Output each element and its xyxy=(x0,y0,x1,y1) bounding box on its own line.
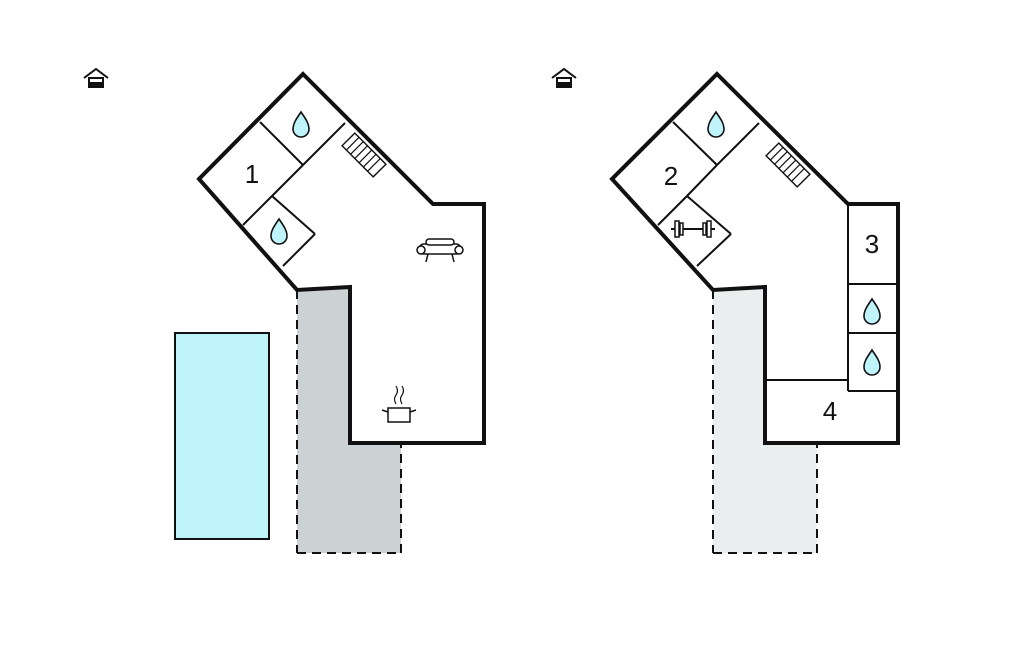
room-number-4: 4 xyxy=(823,396,837,426)
room-number-1: 1 xyxy=(245,159,259,189)
house-entrance-icon xyxy=(83,68,109,88)
ground-floor-plan: 1 xyxy=(83,68,486,554)
outer-wall xyxy=(609,71,900,445)
water-drop-icon xyxy=(270,218,288,245)
inner-walls xyxy=(242,121,346,267)
sofa-icon xyxy=(416,238,464,263)
upper-floor-plan: 2 3 4 xyxy=(551,68,900,554)
room-number-2: 2 xyxy=(664,161,678,191)
inner-walls xyxy=(657,121,898,392)
water-drop-icon xyxy=(707,111,725,138)
cooking-pot-icon xyxy=(381,385,417,423)
room-number-3: 3 xyxy=(865,229,879,259)
staircase-icon xyxy=(341,132,387,178)
water-drop-icon xyxy=(863,349,881,376)
dumbbell-icon xyxy=(671,220,715,238)
house-entrance-icon xyxy=(551,68,577,88)
outer-wall xyxy=(196,71,486,445)
staircase-icon xyxy=(765,142,811,188)
pool xyxy=(174,332,270,540)
water-drop-icon xyxy=(863,298,881,325)
water-drop-icon xyxy=(292,111,310,138)
